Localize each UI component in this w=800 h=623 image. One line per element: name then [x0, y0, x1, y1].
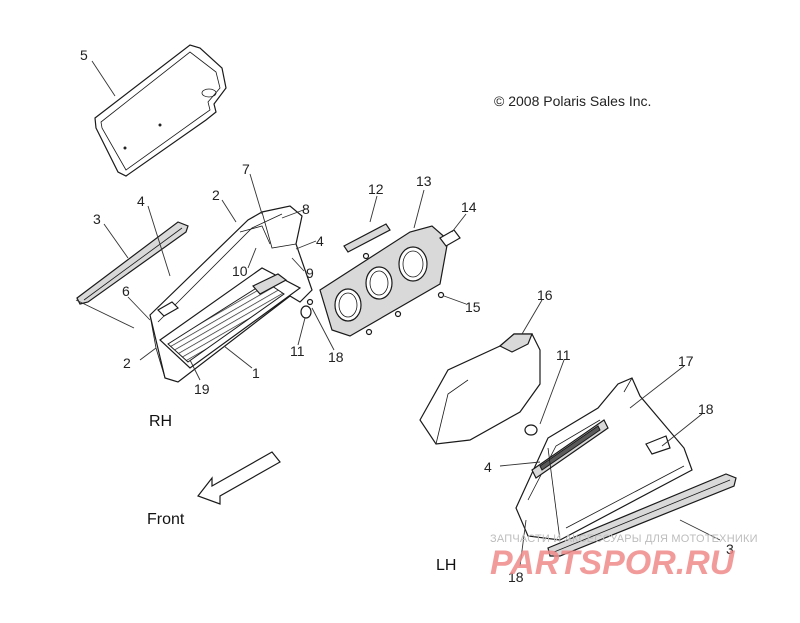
- part-15-screws: [362, 252, 445, 336]
- part-1-dash-housing-rh: [149, 205, 313, 383]
- callout-6: 6: [122, 283, 130, 299]
- callout-11: 11: [290, 343, 305, 359]
- callout-16: 16: [537, 287, 553, 303]
- part-3-trim-strip-lh: [547, 473, 737, 557]
- front-arrow: [197, 451, 281, 505]
- callout-13: 13: [416, 173, 432, 189]
- watermark: ЗАПЧАСТИ И АКСЕССУАРЫ ДЛЯ МОТОТЕХНИКИ PA…: [490, 533, 758, 582]
- callout-19: 19: [194, 381, 210, 397]
- rh-label: RH: [149, 413, 172, 430]
- callout-11b: 11: [556, 347, 571, 363]
- watermark-logo: PARTSPOR.RU: [490, 544, 736, 582]
- copyright-text: © 2008 Polaris Sales Inc.: [494, 93, 651, 109]
- front-label: Front: [147, 511, 185, 528]
- part-12-strip: [343, 223, 391, 253]
- callout-10: 10: [232, 263, 248, 279]
- leader-lines: [75, 60, 721, 567]
- watermark-tagline: ЗАПЧАСТИ И АКСЕССУАРЫ ДЛЯ МОТОТЕХНИКИ: [490, 533, 758, 545]
- callout-4c: 4: [484, 459, 492, 475]
- part-14-tag: [439, 229, 461, 247]
- callout-15: 15: [465, 299, 481, 315]
- callout-4: 4: [137, 193, 145, 209]
- callout-4b: 4: [316, 233, 324, 249]
- lh-label: LH: [436, 557, 456, 574]
- callout-3b: 3: [726, 541, 734, 557]
- callout-2: 2: [212, 187, 220, 203]
- callout-18c: 18: [508, 569, 524, 585]
- callout-1: 1: [252, 365, 260, 381]
- callout-7: 7: [242, 161, 250, 177]
- part-18-clip-rh: [306, 298, 314, 306]
- callout-18: 18: [328, 349, 344, 365]
- part-11-grommet-lh: [524, 424, 538, 436]
- part-16-cover: [419, 333, 541, 445]
- part-3-trim-strip-rh: [76, 221, 189, 305]
- callout-9: 9: [306, 265, 314, 281]
- callout-2b: 2: [123, 355, 131, 371]
- part-5-panel: [94, 44, 227, 177]
- part-17-dash-housing-lh: [515, 377, 693, 541]
- callout-18b: 18: [698, 401, 714, 417]
- callout-numbers: 5 3 4 2 7 8 4 9 10 6 2 19 1 11 18 12 13 …: [80, 47, 734, 585]
- callout-17: 17: [678, 353, 694, 369]
- part-11-grommet-rh: [300, 305, 312, 319]
- callout-14: 14: [461, 199, 477, 215]
- callout-3: 3: [93, 211, 101, 227]
- part-13-gauge-bezel: [319, 225, 449, 337]
- callout-5: 5: [80, 47, 88, 63]
- part-6-label: [157, 301, 179, 317]
- callout-12: 12: [368, 181, 384, 197]
- callout-8: 8: [302, 201, 310, 217]
